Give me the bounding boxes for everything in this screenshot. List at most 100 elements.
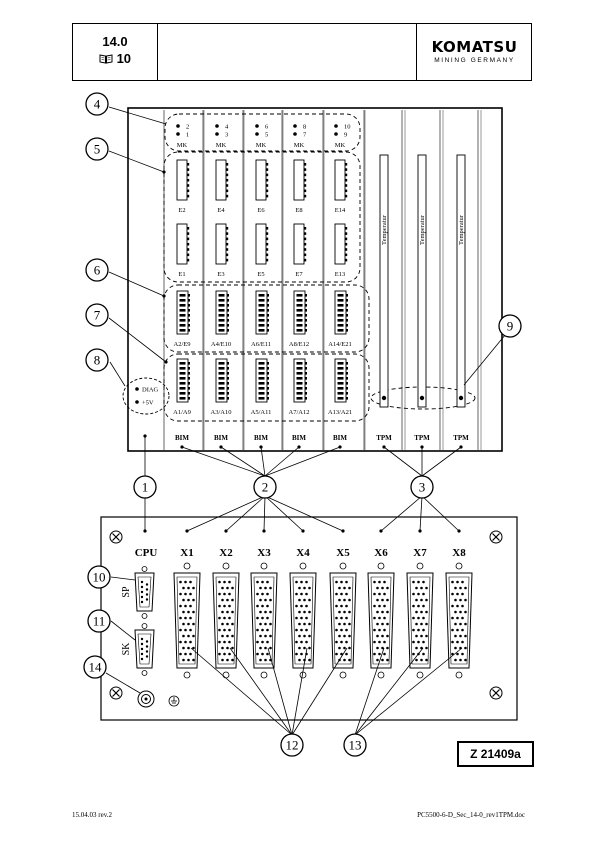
a-connector-pin bbox=[346, 392, 348, 395]
d-sub-pin bbox=[456, 628, 459, 632]
d-sub-pin bbox=[187, 586, 190, 590]
d-sub-pin bbox=[451, 604, 454, 608]
a-connector-pin bbox=[258, 377, 265, 380]
d-sub-pin bbox=[228, 652, 231, 656]
mk-led bbox=[334, 132, 338, 136]
mk-led bbox=[255, 132, 259, 136]
d-sub-pin bbox=[179, 628, 182, 632]
leader-dot bbox=[382, 445, 386, 449]
d-sub-connector bbox=[445, 572, 473, 669]
e-connector-label: E6 bbox=[257, 207, 265, 214]
e-connector-pin bbox=[187, 173, 190, 177]
a-connector-pin bbox=[218, 299, 225, 302]
a-connector-pin bbox=[188, 362, 190, 365]
e-connector-label: E13 bbox=[335, 271, 345, 278]
d-sub-pin bbox=[417, 640, 420, 644]
d-sub-pin bbox=[451, 592, 454, 596]
d-sub-pin bbox=[189, 592, 192, 596]
callout-number: 9 bbox=[507, 319, 514, 334]
leader-line bbox=[264, 446, 300, 477]
d-sub-pin bbox=[182, 622, 185, 626]
e-connector bbox=[334, 223, 346, 265]
leader-line bbox=[220, 446, 266, 477]
leader-line bbox=[105, 672, 141, 694]
d-sub-pin bbox=[261, 640, 264, 644]
d-sub-pin bbox=[412, 640, 415, 644]
mount-screw bbox=[339, 671, 347, 679]
e-connector-pin bbox=[226, 253, 229, 257]
a-connector-pin bbox=[296, 372, 303, 375]
d-sub-pin bbox=[420, 586, 423, 590]
d-sub-pin bbox=[420, 622, 423, 626]
d-sub-pin bbox=[221, 658, 224, 662]
d-sub-pin bbox=[343, 634, 346, 638]
mount-screw bbox=[260, 671, 268, 679]
d-sub-pin bbox=[298, 658, 301, 662]
d-sub-pin bbox=[420, 634, 423, 638]
d-sub-pin bbox=[378, 640, 381, 644]
bim-label: BIM bbox=[175, 434, 189, 442]
d-sub-pin bbox=[338, 622, 341, 626]
a-connector-pin bbox=[267, 294, 269, 297]
mount-screw bbox=[260, 562, 268, 570]
a-connector-pin bbox=[179, 392, 186, 395]
pin bbox=[140, 642, 144, 646]
d-sub-pin bbox=[179, 616, 182, 620]
mk-led bbox=[215, 132, 219, 136]
d-sub-pin bbox=[338, 610, 341, 614]
leader-line bbox=[263, 495, 266, 532]
callout-circle bbox=[343, 733, 367, 757]
d-sub-pin bbox=[261, 652, 264, 656]
d-sub-pin bbox=[420, 658, 423, 662]
d-sub-pin bbox=[300, 616, 303, 620]
e-connector-pin bbox=[304, 258, 307, 262]
mount-screw bbox=[183, 562, 191, 570]
d-sub-pin bbox=[308, 586, 311, 590]
d-sub-pin bbox=[184, 652, 187, 656]
d-sub-pin bbox=[308, 646, 311, 650]
a-connector-pin bbox=[337, 377, 344, 380]
e-connector-pin bbox=[345, 237, 348, 241]
d-sub-pin bbox=[451, 616, 454, 620]
a-connector bbox=[176, 358, 189, 403]
a-connector-pin bbox=[227, 319, 229, 322]
a-connector-pin bbox=[337, 372, 344, 375]
d-sub-pin bbox=[223, 652, 226, 656]
leader-lines bbox=[105, 106, 511, 736]
a-connector-pin bbox=[227, 367, 229, 370]
d-sub-pin bbox=[373, 628, 376, 632]
a-connector-pin bbox=[218, 372, 225, 375]
e-connector bbox=[176, 223, 188, 265]
leader-dot bbox=[164, 360, 168, 364]
temperature-label: Temperatur bbox=[381, 214, 388, 245]
d-sub-pin bbox=[223, 616, 226, 620]
d-sub-pin bbox=[295, 580, 298, 584]
a-connector-label: A1/A9 bbox=[173, 409, 191, 416]
leader-line bbox=[267, 647, 293, 736]
callout-number: 2 bbox=[262, 480, 269, 495]
e-connector bbox=[255, 223, 267, 265]
d-sub-pin bbox=[264, 622, 267, 626]
d-sub-pin bbox=[340, 640, 343, 644]
footer-filename: PC5500-6-D_Sec_14-0_rev1TPM.doc bbox=[417, 811, 525, 819]
mount-screw bbox=[141, 566, 148, 572]
d-sub-pin bbox=[381, 598, 384, 602]
d-sub-pin bbox=[348, 622, 351, 626]
a-connector-pin bbox=[337, 329, 344, 332]
d-sub-pin bbox=[415, 610, 418, 614]
x-connector-label: X4 bbox=[296, 547, 310, 559]
d-sub-pin bbox=[266, 640, 269, 644]
a-connector-pin bbox=[337, 362, 344, 365]
d-sub-pin bbox=[464, 622, 467, 626]
a-connector-pin bbox=[188, 377, 190, 380]
x-connector-label: X5 bbox=[336, 547, 350, 559]
callout-number: 1 bbox=[142, 480, 149, 495]
a-connector-pin bbox=[258, 309, 265, 312]
tpm-label: TPM bbox=[414, 434, 430, 442]
d-sub-pin bbox=[383, 580, 386, 584]
a-connector-pin bbox=[179, 314, 186, 317]
d-sub-pin bbox=[335, 616, 338, 620]
a-connector-pin bbox=[218, 382, 225, 385]
d-sub-pin bbox=[345, 592, 348, 596]
e-connector-label: E2 bbox=[178, 207, 185, 214]
